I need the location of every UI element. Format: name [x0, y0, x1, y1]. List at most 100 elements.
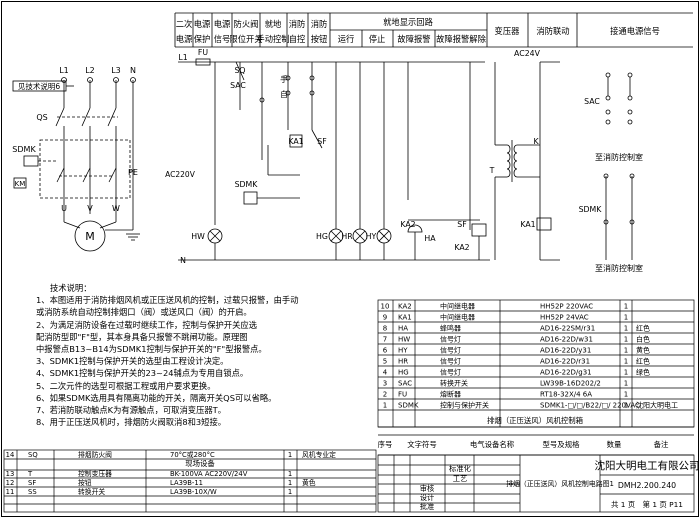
hdr-h2-l2: 保护: [194, 34, 211, 44]
local-display-title: 就地显示回路: [383, 17, 433, 27]
label-km: KM: [15, 180, 26, 188]
bom-cell-no: 1: [383, 402, 387, 410]
label-sdmk-main: SDMK: [12, 145, 36, 154]
tech-note-line: 中报警点B13~B14为SDMK1控制与保护开关的"F"型报警点。: [36, 344, 267, 355]
see-note-label: 见技术说明6: [18, 81, 60, 91]
tech-note-line: 6、如果SDMK选用具有隔离功能的开关，隔离开关QS可以省略。: [36, 392, 277, 403]
bom-cell-qty: 1: [624, 358, 628, 366]
hdr-h4-l2: 限位开关: [229, 34, 262, 44]
field-cell-code: SQ: [28, 451, 38, 459]
bom-cell-no: 8: [383, 325, 387, 333]
sheet-info: 共 1 页 第 1 页 P11: [611, 500, 683, 509]
bom-cell-no: 4: [383, 369, 388, 377]
bom-cell-model: HH52P 220VAC: [540, 303, 593, 311]
bom-cell-model: AD16-22D/y31: [540, 347, 591, 355]
label-sac-right: SAC: [584, 97, 600, 106]
label-sq: SQ: [234, 66, 245, 75]
local-display-fault: 故障报警: [397, 34, 430, 44]
tb-label-process: 工艺: [453, 474, 468, 483]
drawing-number: DMH2.200.240: [618, 481, 676, 490]
label-hr: HR: [341, 232, 353, 241]
drawing-title: 排烟（正压送风）风机控制电路图1: [506, 479, 614, 488]
bom-hdr-no: 序号: [378, 440, 393, 449]
hdr-h3-l2: 信号: [214, 34, 231, 44]
bom-cell-qty: 1: [624, 347, 628, 355]
bom-table: [377, 299, 695, 456]
label-w: W: [112, 204, 120, 213]
label-v: V: [87, 204, 93, 213]
label-k: K: [533, 137, 539, 146]
hdr-fire-link: 消防联动: [536, 26, 569, 36]
bom-cell-model: AD16-22D/g31: [540, 369, 592, 377]
bom-cell-code: HA: [398, 325, 408, 333]
bom-cell-no: 5: [383, 358, 387, 366]
field-cell-name: 控制变压器: [78, 469, 112, 478]
bom-cell-qty: 1: [624, 325, 628, 333]
bom-hdr-qty: 数量: [607, 440, 622, 449]
hdr-h1-l2: 电源: [176, 34, 193, 44]
label-sac: SAC: [230, 81, 246, 90]
field-cell-note: 风机专业定: [302, 450, 336, 459]
tech-note-line: 或消防系统自动控制排烟口（阀）或送风口（阀）的开启。: [36, 307, 252, 318]
bom-cell-model: RT18-32X/4 6A: [540, 391, 592, 399]
label-shou: 手: [280, 74, 288, 84]
local-display-fault-reset: 故障报警解除: [436, 34, 486, 44]
bom-cell-name: 转换开关: [440, 379, 468, 388]
bom-cell-qty: 1: [624, 402, 628, 410]
field-cell-model: BK-100VA AC220V/24V: [170, 470, 248, 478]
label-ac24: AC24V: [514, 49, 541, 58]
title-block: [377, 454, 695, 513]
field-cell-model: LA39B-11: [170, 479, 203, 487]
bom-cell-model: SDMK1-□/□/B22/□/ 220VAC: [540, 402, 640, 410]
bom-hdr-model: 型号及规格: [543, 440, 581, 449]
bom-cell-name: 信号灯: [440, 335, 461, 344]
bom-hdr-code: 文字符号: [407, 440, 437, 449]
bom-cell-note: 沈阳大明电工: [636, 401, 678, 410]
field-cell-no: 12: [6, 479, 15, 487]
label-sdmk-right: SDMK: [579, 205, 603, 214]
bom-cell-note: 红色: [636, 357, 650, 366]
bom-cell-code: HG: [398, 369, 409, 377]
hdr-h6-l2: 自控: [289, 34, 306, 44]
bom-cell-name: 控制与保护开关: [440, 401, 489, 410]
bom-cell-code: FU: [398, 391, 407, 399]
hdr-h1-l1: 二次: [176, 19, 193, 29]
header-table: [174, 12, 693, 48]
bom-cell-name: 蜂鸣器: [440, 324, 461, 333]
tech-note-line: 2、为满足消防设备在过载时继续工作，控制与保护开关应选: [36, 319, 257, 330]
bom-cell-code: HW: [398, 336, 410, 344]
bom-cell-qty: 1: [624, 391, 628, 399]
field-cell-qty: 1: [288, 451, 292, 459]
hdr-h3-l1: 电源: [214, 19, 231, 29]
label-ka2-top: KA2: [400, 220, 415, 229]
field-caption: 现场设备: [185, 459, 215, 468]
label-qs: QS: [36, 113, 47, 122]
label-pe: PE: [128, 168, 138, 177]
bom-cell-model: AD16-22SM/r31: [540, 325, 595, 333]
bom-cell-code: KA1: [398, 314, 412, 322]
hdr-h5-l2: 手动控制: [256, 34, 289, 44]
field-cell-no: 13: [6, 470, 15, 478]
field-cell-code: SF: [28, 479, 36, 487]
label-l2: L2: [85, 66, 95, 75]
bom-cell-note: 红色: [636, 324, 650, 333]
field-cell-name: 转换开关: [78, 487, 105, 496]
field-cell-model: 70°C或280°C: [170, 450, 215, 459]
tech-note-line: 5、二次元件的选型可根据工程或用户要求更换。: [36, 380, 216, 391]
hdr-h2-l1: 电源: [194, 19, 211, 29]
bom-cell-note: 白色: [636, 335, 650, 344]
bom-cell-model: AD16-22D/w31: [540, 336, 593, 344]
hdr-h7-l2: 按钮: [311, 34, 328, 44]
main-power-circuit: [12, 77, 140, 252]
bom-cell-name: 信号灯: [440, 357, 461, 366]
label-hy: HY: [366, 232, 377, 241]
field-cell-no: 14: [6, 451, 15, 459]
bom-cell-code: HR: [398, 358, 408, 366]
bom-cell-qty: 1: [624, 303, 628, 311]
label-sdmk-ctrl: SDMK: [235, 180, 259, 189]
bom-cell-code: SAC: [398, 380, 412, 388]
bom-cell-no: 6: [383, 347, 388, 355]
bom-cell-no: 10: [381, 303, 390, 311]
bom-cell-no: 9: [383, 314, 387, 322]
